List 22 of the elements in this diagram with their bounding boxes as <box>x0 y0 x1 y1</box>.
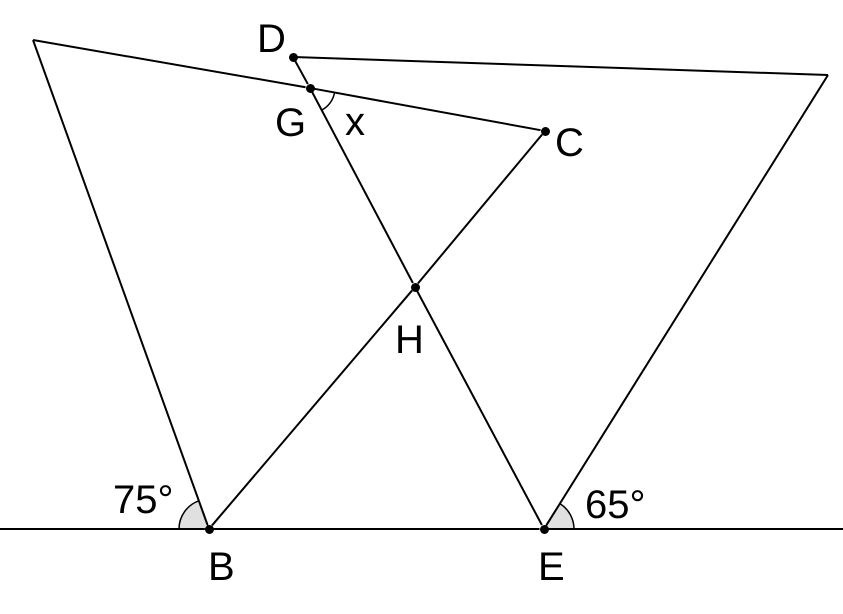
line-segment <box>417 134 543 284</box>
point-label: H <box>395 320 424 360</box>
line-segment <box>211 290 413 526</box>
angle-label: 75° <box>113 480 174 520</box>
line-segment <box>311 92 414 284</box>
angle-label: 65° <box>585 485 646 525</box>
line-segment <box>294 60 309 85</box>
point-label: G <box>275 103 306 143</box>
point-label: B <box>208 547 235 587</box>
line-segment <box>416 290 543 526</box>
line-segment <box>0 528 204 530</box>
line-segment <box>214 528 540 530</box>
point-label: D <box>257 19 286 59</box>
line-segment <box>546 74 829 526</box>
line-segment <box>297 56 828 76</box>
point-label: E <box>538 547 565 587</box>
line-segment <box>548 528 843 530</box>
line-segment <box>32 40 208 526</box>
line-segment <box>32 39 306 88</box>
point-label: C <box>555 123 584 163</box>
angle-label: x <box>345 102 365 142</box>
line-segment <box>314 88 541 132</box>
